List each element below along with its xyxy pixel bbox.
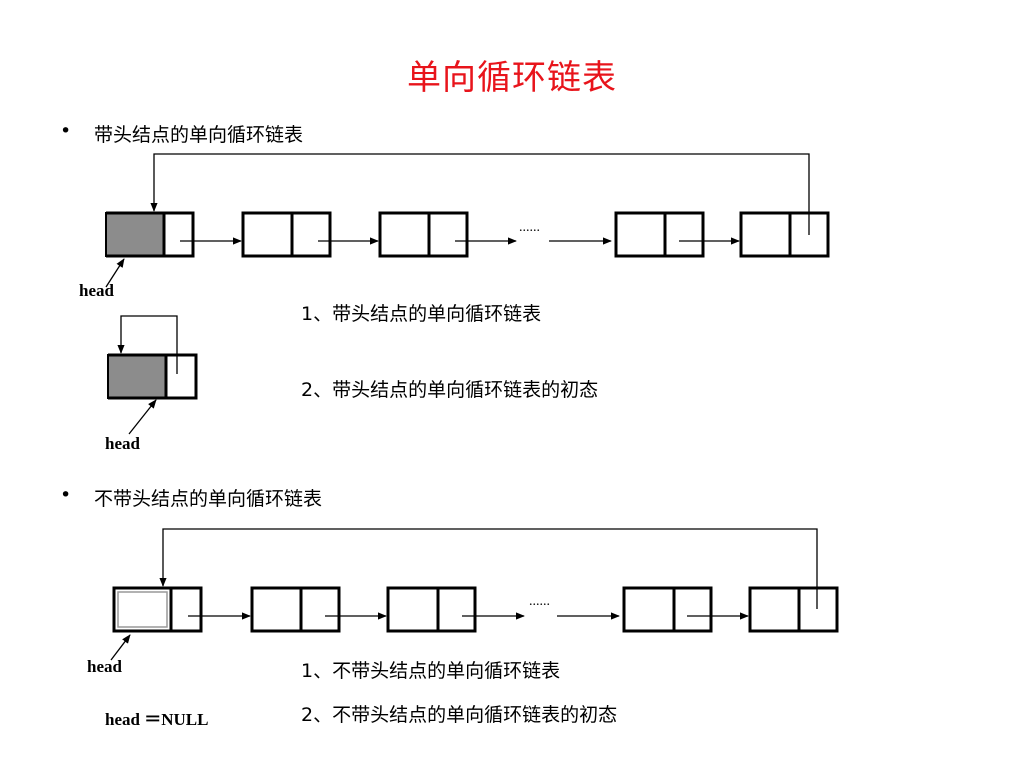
diagram-without-head-node	[110, 528, 839, 661]
head-pointer	[128, 399, 157, 435]
section1-heading: 带头结点的单向循环链表	[94, 124, 304, 146]
caption-with-head-initial: 2、带头结点的单向循环链表的初态	[301, 379, 599, 401]
bullet-icon: •	[60, 120, 72, 142]
list-node	[386, 586, 477, 633]
last-node	[748, 586, 839, 633]
head-label: head	[87, 657, 122, 676]
circular-link	[159, 528, 818, 609]
caption-without-head-list: 1、不带头结点的单向循环链表	[301, 660, 561, 682]
head-label: head	[105, 434, 140, 453]
self-link	[117, 315, 178, 374]
section2-heading: 不带头结点的单向循环链表	[94, 488, 323, 510]
list-node	[622, 586, 713, 633]
diagram-with-head-node-initial	[107, 315, 198, 435]
first-node	[112, 586, 203, 633]
circular-link	[150, 153, 810, 235]
bullet-icon: •	[60, 484, 72, 506]
head-node	[105, 211, 195, 258]
list-node	[250, 586, 341, 633]
head-label: head	[79, 281, 114, 300]
slide-title: 单向循环链表	[407, 58, 617, 98]
ellipsis-label: ......	[529, 594, 550, 609]
list-node	[378, 211, 469, 258]
list-node	[241, 211, 332, 258]
head-pointer	[105, 258, 125, 288]
caption-with-head-list: 1、带头结点的单向循环链表	[301, 303, 542, 325]
head-pointer	[110, 634, 131, 661]
last-node	[739, 211, 830, 258]
list-node	[614, 211, 705, 258]
caption-without-head-initial: 2、不带头结点的单向循环链表的初态	[301, 704, 618, 726]
head-null-label: head ＝NULL	[105, 710, 209, 729]
diagram-with-head-node	[105, 153, 830, 288]
ellipsis-label: ......	[519, 220, 540, 235]
